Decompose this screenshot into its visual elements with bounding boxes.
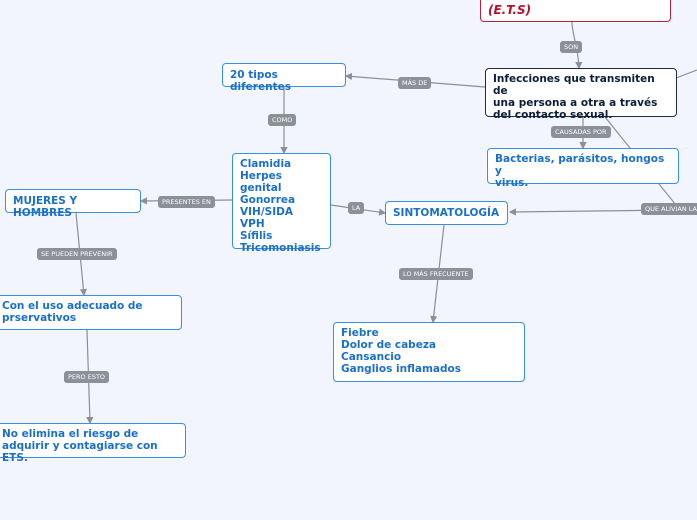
label-causadas-por: CAUSADAS POR [551,126,611,138]
label-mas-de: MÁS DE [398,77,432,89]
label-que-alivian: QUE ALIVIAN LA [641,203,697,215]
node-risk[interactable]: No elimina el riesgo de adquirir y conta… [0,423,186,464]
node-symptom-list[interactable]: Fiebre Dolor de cabeza Cansancio Ganglio… [333,322,525,382]
node-ets[interactable]: (E.T.S) [480,0,671,22]
label-lo-mas-frecuente: LO MÁS FRECUENTE [399,268,473,280]
node-std-list[interactable]: Clamidia Herpes genital Gonorrea VIH/SID… [232,153,331,254]
label-la: LA [348,202,365,214]
node-prevent[interactable]: Con el uso adecuado de prservativos [0,295,182,330]
label-son: SON [560,41,583,53]
link-definition-right [675,69,697,79]
node-causes[interactable]: Bacterias, parásitos, hongos y virus. [487,148,679,189]
node-who[interactable]: MUJERES Y HOMBRES [5,189,141,219]
node-symptoms[interactable]: SINTOMATOLOGÍA [385,201,508,225]
label-pero-esto: PERO ESTO [64,371,110,383]
label-se-pueden-prevenir: SE PUEDEN PREVENIR [37,248,117,260]
node-definition[interactable]: Infecciones que transmiten de una person… [485,68,677,121]
node-types[interactable]: 20 tipos diferentes [222,63,346,93]
label-como: COMO [268,114,297,126]
label-presentes-en: PRESENTES EN [158,196,215,208]
